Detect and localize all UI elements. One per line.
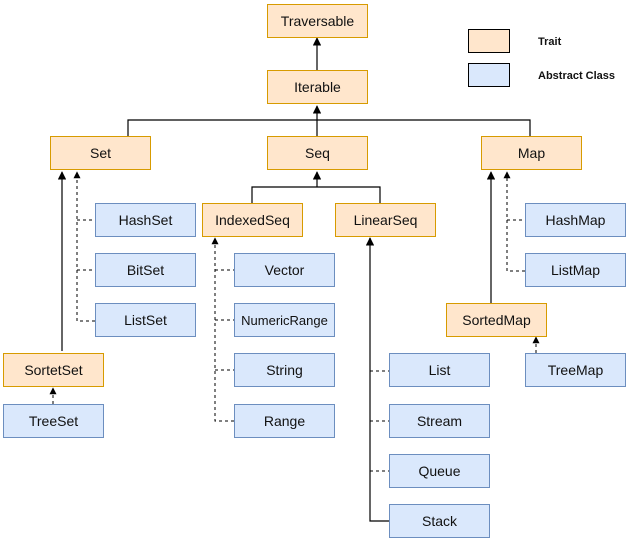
edge-indexedseq-seq	[251, 186, 381, 203]
node-bitset: BitSet	[95, 253, 196, 287]
legend-abstract-swatch	[468, 63, 510, 87]
node-iterable: Iterable	[267, 70, 368, 104]
edge-linearseq-children	[369, 238, 389, 522]
node-listset: ListSet	[95, 303, 196, 337]
node-hashmap: HashMap	[525, 203, 626, 237]
node-treeset: TreeSet	[3, 404, 104, 438]
node-traversable: Traversable	[267, 4, 368, 38]
node-queue: Queue	[389, 454, 490, 488]
node-indexedseq: IndexedSeq	[202, 203, 303, 237]
node-sortetset: SortetSet	[3, 353, 104, 387]
node-linearseq: LinearSeq	[335, 203, 436, 237]
node-listmap: ListMap	[525, 253, 626, 287]
node-stack: Stack	[389, 504, 490, 538]
edge-set-children	[76, 172, 95, 322]
node-hashset: HashSet	[95, 203, 196, 237]
legend-trait-swatch	[468, 29, 510, 53]
node-vector: Vector	[234, 253, 335, 287]
node-map: Map	[481, 136, 582, 170]
edge-indexedseq-children	[214, 238, 234, 422]
node-seq: Seq	[267, 136, 368, 170]
node-set: Set	[50, 136, 151, 170]
edge-map-iterable	[317, 119, 531, 136]
node-treemap: TreeMap	[525, 353, 626, 387]
node-string: String	[234, 353, 335, 387]
node-sortedmap: SortedMap	[446, 303, 547, 337]
node-numericrange: NumericRange	[234, 303, 335, 337]
node-list: List	[389, 353, 490, 387]
edge-map-children	[506, 172, 525, 272]
edge-set-iterable	[127, 119, 317, 136]
legend-trait-label: Trait	[538, 36, 562, 48]
node-range: Range	[234, 404, 335, 438]
legend-abstract-label: Abstract Class	[538, 70, 616, 82]
node-stream: Stream	[389, 404, 490, 438]
